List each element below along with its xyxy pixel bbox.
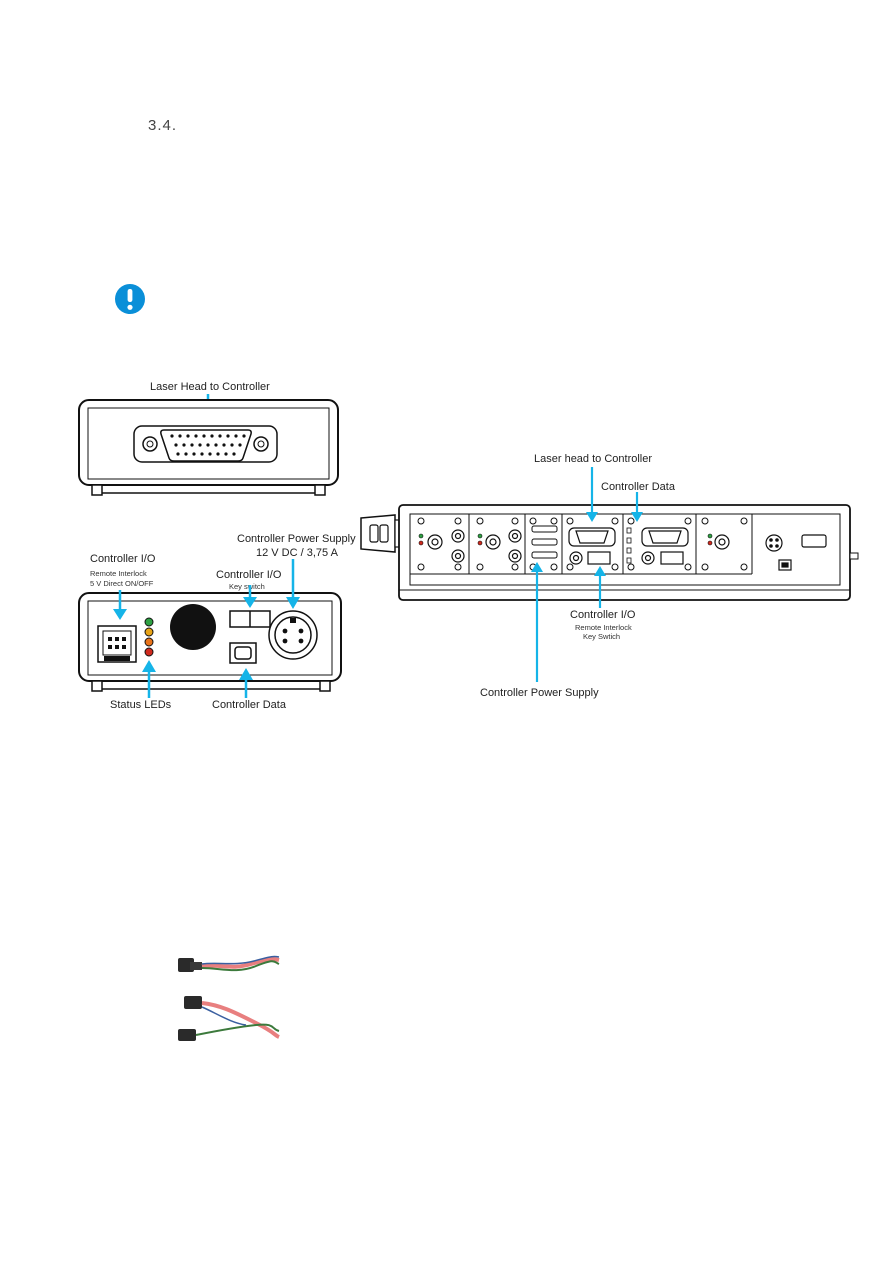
rear-panel-diagram (78, 559, 342, 698)
front-panel-diagram (78, 394, 339, 496)
rear-label-power: Controller Power Supply (237, 533, 356, 545)
key-handle-icon (360, 514, 404, 553)
key-switch-icon (229, 610, 271, 628)
cable-photo-2 (178, 996, 280, 1041)
rack-label-power: Controller Power Supply (480, 687, 599, 699)
exclamation-circle-icon (115, 284, 145, 314)
rear-label-key: Controller I/O (216, 569, 282, 581)
status-led-icons (144, 617, 154, 657)
rear-label-key-sub: Key switch (229, 582, 265, 591)
rear-label-leds: Status LEDs (110, 699, 172, 711)
usb-port-icon (229, 642, 257, 664)
rear-label-power-sub: 12 V DC / 3,75 A (256, 547, 338, 559)
io-connector-icon (97, 625, 137, 663)
front-label-laser-head: Laser Head to Controller (150, 381, 270, 393)
rear-label-data: Controller Data (212, 699, 286, 711)
power-connector-icon (268, 610, 318, 660)
rack-unit-diagram (360, 467, 859, 682)
rack-label-io-sub1: Remote Interlock (575, 623, 632, 632)
section-number: 3.4. (148, 117, 178, 134)
rack-label-io-sub2: Key Swtich (583, 632, 621, 641)
rack-label-head: Laser head to Controller (534, 453, 653, 465)
db-connector-icon (133, 425, 278, 463)
rear-label-io-sub1: Remote Interlock (90, 569, 147, 578)
cable-photo-1 (178, 955, 280, 972)
rack-label-data: Controller Data (601, 481, 675, 493)
knob-icon (170, 604, 216, 650)
rack-label-io: Controller I/O (570, 609, 636, 621)
rear-label-io-sub2: 5 V Direct ON/OFF (90, 579, 154, 588)
rear-label-io: Controller I/O (90, 553, 156, 565)
